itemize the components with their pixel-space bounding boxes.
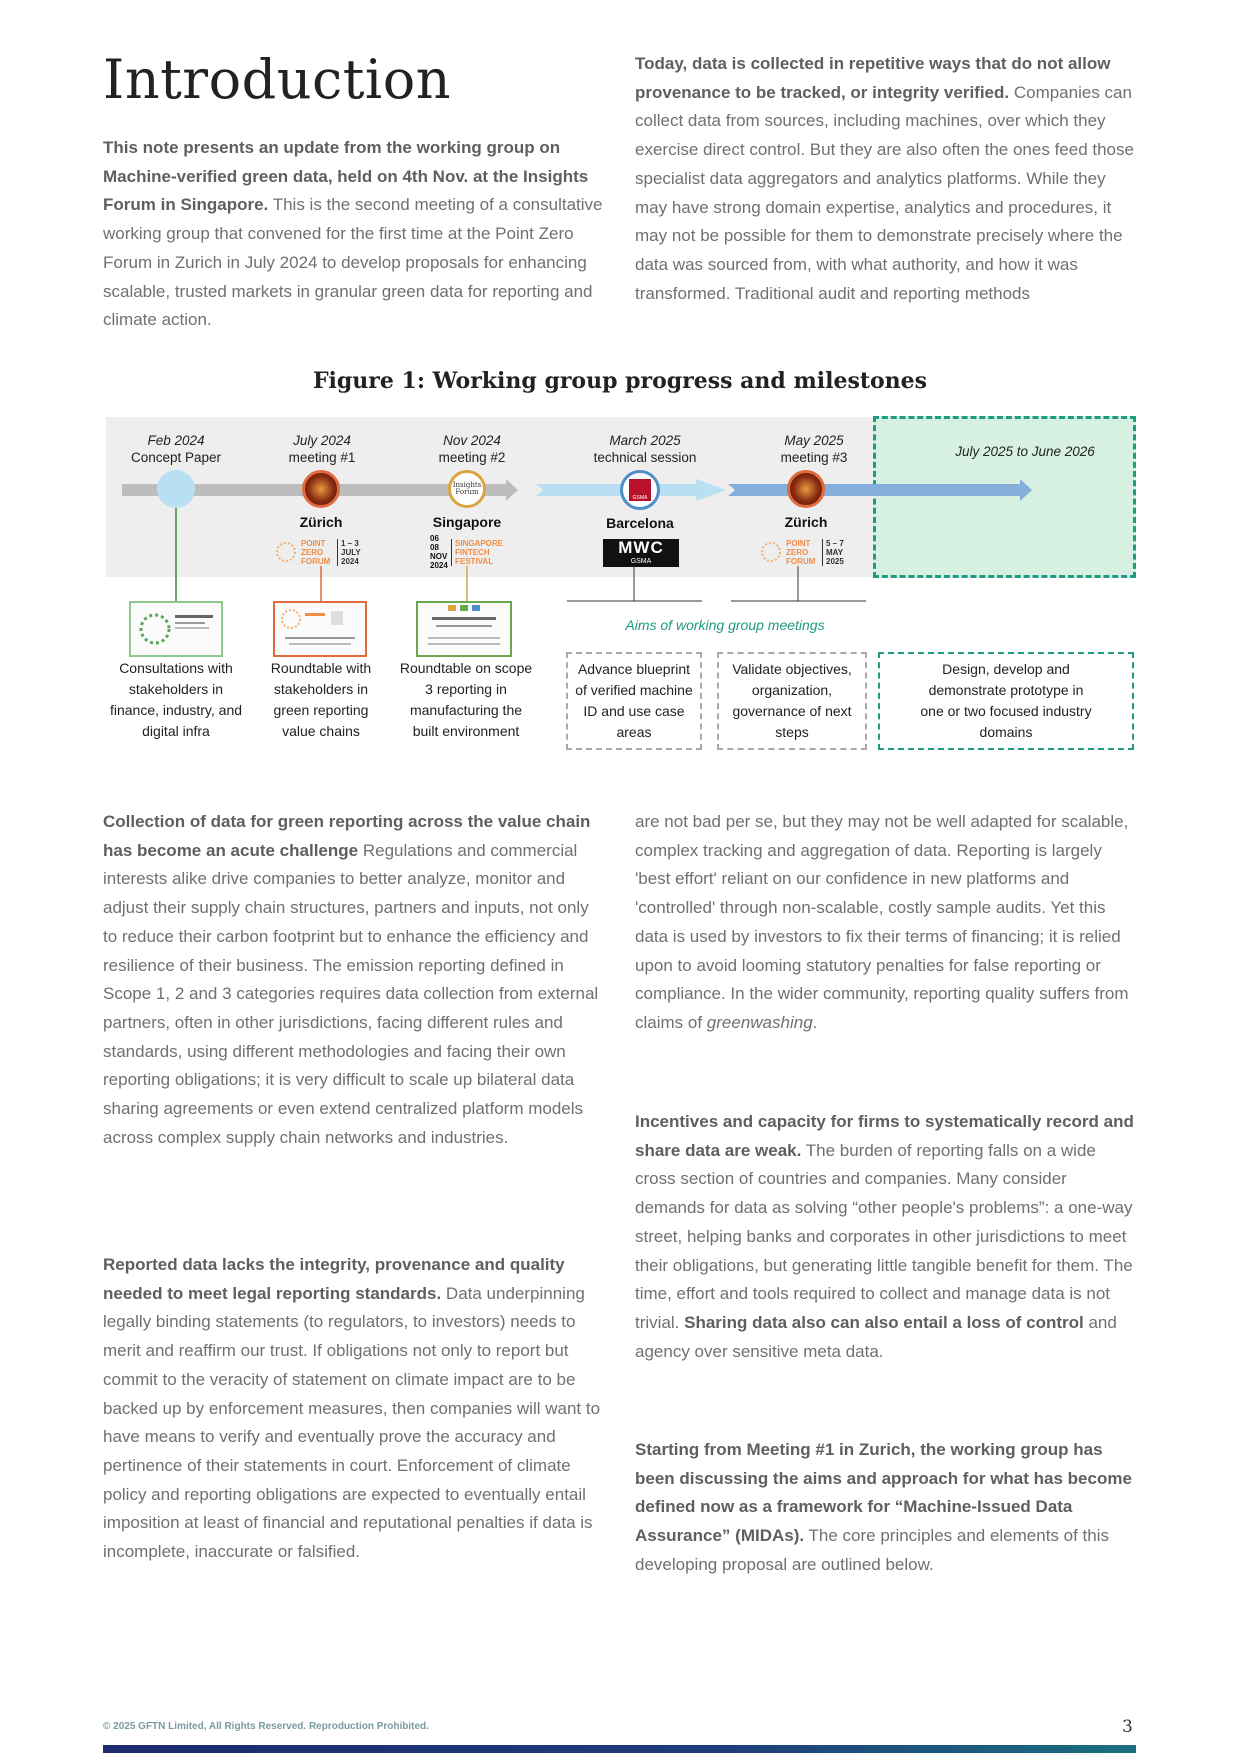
caption-consultations: Consultations with stakeholders in finan… — [109, 660, 243, 739]
event-sub: Concept Paper — [130, 450, 222, 465]
continuation-paragraph: are not bad per se, but they may not be … — [635, 808, 1137, 1038]
event-date: Feb 2024 — [147, 433, 205, 448]
event-mar-2025: March 2025 technical session — [575, 432, 715, 466]
event-jul-2024: July 2024 meeting #1 — [258, 432, 386, 466]
footer-copyright: © 2025 GFTN Limited, All Rights Reserved… — [103, 1721, 429, 1732]
starting-bold: Starting from Meeting #1 in Zurich, the … — [635, 1440, 1132, 1546]
page-number: 3 — [1122, 1717, 1133, 1737]
sff-logo: 06 08 NOV 2024 SINGAPORE FINTECH FESTIVA… — [430, 534, 520, 570]
incentives-bold: Incentives and capacity for firms to sys… — [635, 1112, 1134, 1160]
aim-box-validate: Validate objectives, organization, gover… — [717, 652, 867, 750]
logo-name: POINT ZERO FORUM — [301, 538, 331, 566]
event-feb-2024: Feb 2024 Concept Paper — [112, 432, 240, 466]
continuation-italic: greenwashing — [706, 1012, 813, 1032]
event-city: Zürich — [299, 514, 343, 530]
event-may-circle — [787, 470, 825, 508]
logo-name: SINGAPORE FINTECH FESTIVAL — [451, 538, 515, 566]
today-bold: Today, data is collected in repetitive w… — [635, 54, 1111, 102]
future-label: July 2025 to June 2026 — [955, 444, 1095, 459]
connector-lines — [175, 508, 866, 606]
logo-dates: 5 – 7 MAY 2025 — [822, 538, 856, 566]
event-date: May 2025 — [784, 433, 844, 448]
collection-bold: Collection of data for green reporting a… — [103, 812, 591, 860]
incentives-text-2: and agency over sensitive meta data. — [635, 1312, 1117, 1361]
forum-swirl-icon — [276, 542, 296, 562]
logo-dates: 06 08 NOV 2024 — [430, 534, 448, 570]
mwc-org: GSMA — [630, 558, 652, 565]
event-city: Zürich — [784, 514, 828, 530]
continuation-text: are not bad per se, but they may not be … — [635, 812, 1129, 1032]
starting-paragraph: Starting from Meeting #1 in Zurich, the … — [635, 1436, 1137, 1580]
caption-roundtable-1: Roundtable with stakeholders in green re… — [270, 660, 372, 739]
insights-text: Insights Forum — [452, 481, 482, 496]
incentives-bold-2: Sharing data also can also entail a loss… — [684, 1312, 1084, 1332]
future-panel — [873, 416, 1136, 578]
mwc-name: MWC — [618, 538, 664, 557]
today-paragraph: Today, data is collected in repetitive w… — [635, 50, 1137, 308]
event-jul-circle — [302, 470, 340, 508]
timeline-panel — [106, 417, 876, 577]
document-icon — [428, 605, 500, 645]
event-feb-circle — [157, 470, 195, 508]
event-sub: meeting #1 — [288, 450, 356, 465]
event-city: Singapore — [432, 514, 502, 530]
logo-name: POINT ZERO FORUM — [786, 538, 816, 566]
logo-dates: 1 – 3 JULY 2024 — [337, 538, 371, 566]
intro-text: This is the second meeting of a consulta… — [103, 195, 603, 330]
point-zero-forum-logo: POINT ZERO FORUM 1 – 3 JULY 2024 — [275, 538, 371, 566]
intro-paragraph: This note presents an update from the wo… — [103, 134, 605, 335]
incentives-paragraph: Incentives and capacity for firms to sys… — [635, 1108, 1137, 1366]
event-sub: meeting #3 — [780, 450, 848, 465]
intro-bold: This note presents an update from the wo… — [103, 138, 589, 215]
event-sub: technical session — [593, 450, 697, 465]
caption-roundtable-2: Roundtable on scope 3 reporting in manuf… — [399, 660, 533, 739]
event-sub: meeting #2 — [438, 450, 506, 465]
mwc-logo: MWC GSMA — [603, 539, 679, 567]
event-date: July 2024 — [293, 433, 351, 448]
page-title: Introduction — [103, 48, 451, 111]
collection-paragraph: Collection of data for green reporting a… — [103, 808, 605, 1152]
aim-text: Advance blueprint of verified machine ID… — [575, 661, 693, 740]
aim-text: Design, develop and demonstrate prototyp… — [920, 661, 1092, 740]
gsma-logo: GSMA — [620, 470, 660, 510]
aim-box-prototype: Design, develop and demonstrate prototyp… — [878, 652, 1134, 750]
today-text: Companies can collect data from sources,… — [635, 82, 1134, 303]
insights-forum-logo: Insights Forum — [448, 470, 486, 508]
aim-box-blueprint: Advance blueprint of verified machine ID… — [566, 652, 702, 750]
reported-text: Data underpinning legally binding statem… — [103, 1283, 601, 1562]
document-icon — [139, 613, 213, 645]
aims-label: Aims of working group meetings — [625, 617, 825, 633]
roundtable-2-thumbnail — [416, 601, 512, 657]
forum-swirl-icon — [761, 542, 781, 562]
document-icon — [281, 609, 355, 645]
gsma-icon: GSMA — [629, 479, 651, 501]
collection-text: Regulations and commercial interests ali… — [103, 840, 599, 1147]
event-may-2025: May 2025 meeting #3 — [750, 432, 878, 466]
event-city: Barcelona — [606, 515, 674, 531]
point-zero-forum-logo-2: POINT ZERO FORUM 5 – 7 MAY 2025 — [760, 538, 856, 566]
reported-bold: Reported data lacks the integrity, prove… — [103, 1255, 565, 1303]
footer-bar — [103, 1745, 1136, 1753]
event-nov-2024: Nov 2024 meeting #2 — [408, 432, 536, 466]
incentives-text: The burden of reporting falls on a wide … — [635, 1140, 1133, 1332]
aim-text: Validate objectives, organization, gover… — [732, 661, 852, 740]
roundtable-1-thumbnail — [273, 601, 367, 657]
continuation-end: . — [812, 1012, 818, 1032]
timeline-blue-arrow — [728, 479, 1032, 501]
event-date: Nov 2024 — [443, 433, 501, 448]
concept-paper-thumbnail — [129, 601, 223, 657]
figure-title: Figure 1: Working group progress and mil… — [312, 368, 928, 394]
reported-paragraph: Reported data lacks the integrity, prove… — [103, 1251, 605, 1567]
starting-text: The core principles and elements of this… — [635, 1526, 1110, 1574]
event-date: March 2025 — [609, 433, 681, 448]
